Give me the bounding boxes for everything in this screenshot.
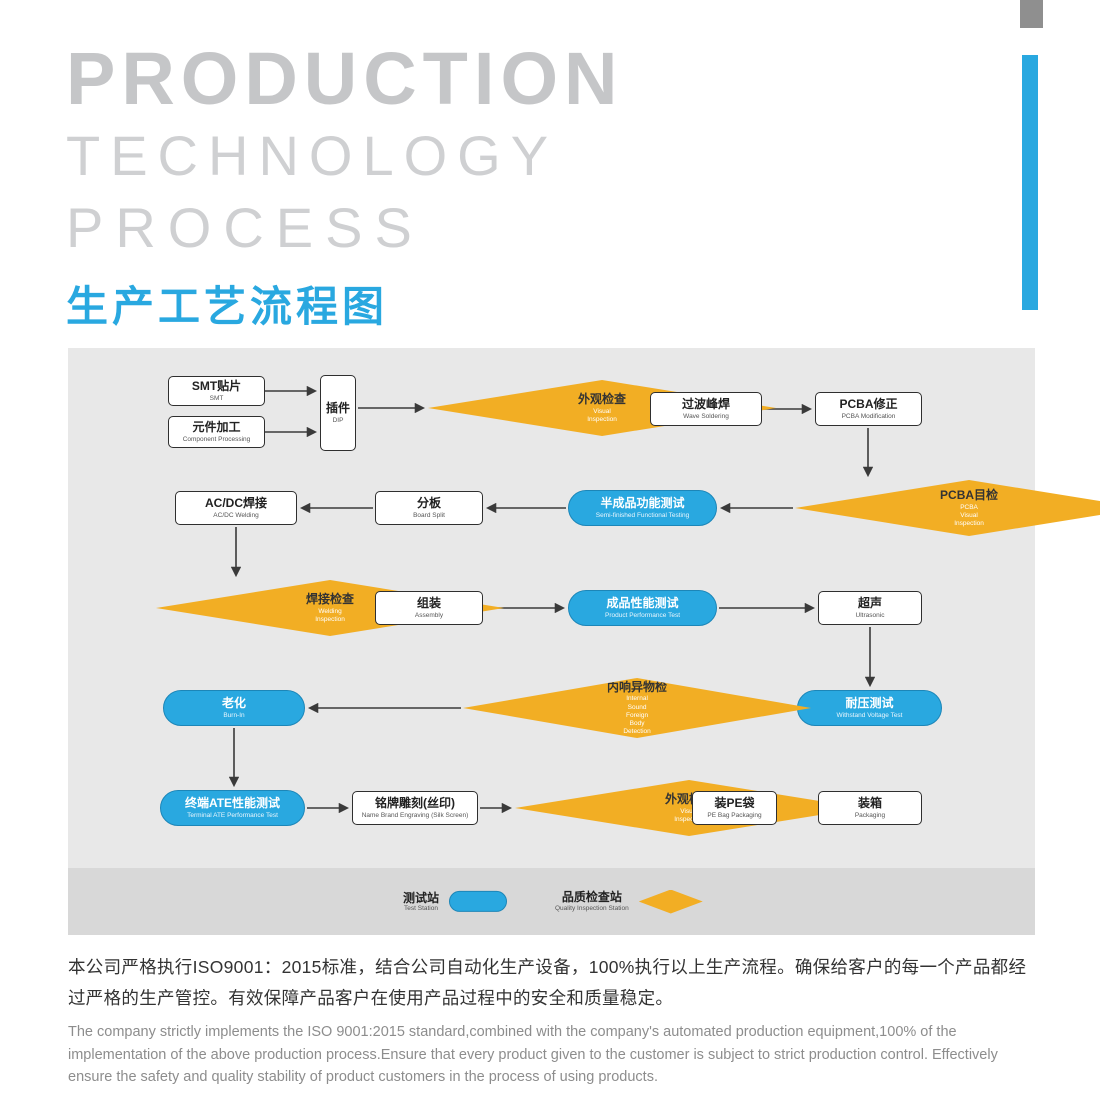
node-title: 成品性能测试 (606, 596, 679, 611)
legend-title: 品质检查站 (561, 890, 622, 905)
legend-strip: 测试站 Test Station 品质检查站 Quality Inspectio… (68, 868, 1035, 935)
node-subtitle: PCBA Modification (841, 412, 896, 420)
legend-label: 测试站 Test Station (403, 890, 439, 912)
node-subtitle: AC/DC Welding (213, 511, 259, 519)
legend-subtitle: Quality Inspection Station (555, 904, 629, 912)
node-title: 装箱 (857, 796, 882, 811)
node-title: 外观检查 (578, 392, 627, 407)
blue-accent-bar (1022, 55, 1038, 310)
node-title: 耐压测试 (845, 696, 894, 711)
node-subtitle: Product Performance Test (604, 611, 681, 619)
legend-title: 测试站 (403, 890, 440, 905)
legend-item-quality-inspection-station: 品质检查站 Quality Inspection Station (555, 889, 703, 914)
title-line-2: TECHNOLOGY (66, 124, 559, 187)
node-subtitle: Withstand Voltage Test (836, 711, 903, 719)
corner-accent-block (1020, 0, 1043, 28)
node-title: 元件加工 (192, 420, 241, 435)
footer: 本公司严格执行ISO9001：2015标准，结合公司自动化生产设备，100%执行… (68, 952, 1038, 1089)
node-title: 过波峰焊 (681, 397, 730, 412)
page-title-chinese: 生产工艺流程图 (66, 283, 389, 330)
flow-node-board-split: 分板 Board Split (375, 491, 483, 525)
flow-node-product-performance-test: 成品性能测试 Product Performance Test (568, 590, 717, 626)
node-title: 超声 (857, 596, 882, 611)
node-subtitle: Packaging (854, 811, 886, 819)
node-title: 铭牌雕刻(丝印) (375, 796, 455, 811)
node-subtitle: Terminal ATE Performance Test (187, 811, 278, 819)
flow-node-acdc-welding: AC/DC焊接 AC/DC Welding (175, 491, 297, 525)
flow-node-dip: 插件 DIP (320, 375, 356, 451)
flow-node-ultrasonic: 超声 Ultrasonic (818, 591, 922, 625)
node-title: 组装 (416, 596, 441, 611)
node-subtitle: Burn-In (223, 711, 245, 719)
flow-node-withstand-voltage-test: 耐压测试 Withstand Voltage Test (797, 690, 942, 726)
node-subtitle: Semi-finished Functional Testing (595, 511, 690, 519)
flow-node-burn-in: 老化 Burn-In (163, 690, 305, 726)
flow-node-wave-soldering: 过波峰焊 Wave Soldering (650, 392, 762, 426)
legend-item-test-station: 测试站 Test Station (403, 890, 508, 912)
flow-node-assembly: 组装 Assembly (375, 591, 483, 625)
node-subtitle: Name Brand Engraving (Silk Screen) (361, 811, 469, 819)
node-subtitle: Welding Inspection (315, 607, 345, 623)
node-title: AC/DC焊接 (205, 496, 267, 511)
node-subtitle: Board Split (413, 511, 445, 519)
node-subtitle: Component Processing (182, 435, 251, 443)
node-title: SMT贴片 (191, 379, 242, 394)
node-subtitle: Assembly (414, 611, 444, 619)
node-subtitle: DIP (332, 416, 344, 424)
flow-node-semi-finished-functional-testing: 半成品功能测试 Semi-finished Functional Testing (568, 490, 717, 526)
footer-text-chinese: 本公司严格执行ISO9001：2015标准，结合公司自动化生产设备，100%执行… (68, 957, 1027, 1008)
node-title: 焊接检查 (306, 592, 355, 607)
flowchart: SMT贴片 SMT 元件加工 Component Processing 插件 D… (68, 348, 1100, 868)
legend-subtitle: Test Station (404, 904, 438, 912)
node-title: 内响异物检 (607, 679, 668, 694)
flow-node-pcba-modification: PCBA修正 PCBA Modification (815, 392, 922, 426)
header: PRODUCTION TECHNOLOGY PROCESS 生产工艺流程图 (66, 42, 623, 328)
node-subtitle: PE Bag Packaging (707, 811, 762, 819)
node-subtitle: Wave Soldering (683, 412, 729, 420)
title-line-3: PROCESS (66, 196, 424, 259)
node-subtitle: Internal Sound Foreign Body Detection (623, 695, 651, 735)
node-subtitle: Visual Inspection (674, 807, 704, 823)
flow-node-packaging: 装箱 Packaging (818, 791, 922, 825)
flow-node-smt: SMT贴片 SMT (168, 376, 265, 406)
quality-inspection-station-shape (638, 889, 703, 914)
legend-label: 品质检查站 Quality Inspection Station (555, 890, 629, 912)
test-station-shape (449, 891, 508, 912)
node-subtitle: Visual Inspection (587, 407, 617, 423)
node-subtitle: SMT (209, 394, 224, 402)
node-title: 终端ATE性能测试 (184, 796, 281, 811)
node-title: 插件 (325, 401, 350, 416)
flow-node-pe-bag-packaging: 装PE袋 PE Bag Packaging (692, 791, 777, 825)
node-title: 分板 (416, 496, 441, 511)
flow-node-name-brand-engraving: 铭牌雕刻(丝印) Name Brand Engraving (Silk Scre… (352, 791, 478, 825)
node-title: 老化 (221, 696, 246, 711)
node-title: PCBA修正 (839, 397, 898, 412)
node-title: 半成品功能测试 (600, 496, 685, 511)
flow-node-component-processing: 元件加工 Component Processing (168, 416, 265, 448)
node-subtitle: PCBA Visual Inspection (954, 503, 984, 527)
node-title: 装PE袋 (714, 796, 755, 811)
node-title: PCBA目检 (940, 488, 999, 503)
footer-text-english: The company strictly implements the ISO … (68, 1024, 998, 1086)
title-line-1: PRODUCTION (66, 37, 624, 120)
node-subtitle: Ultrasonic (855, 611, 885, 619)
flow-node-terminal-ate-performance-test: 终端ATE性能测试 Terminal ATE Performance Test (160, 790, 305, 826)
